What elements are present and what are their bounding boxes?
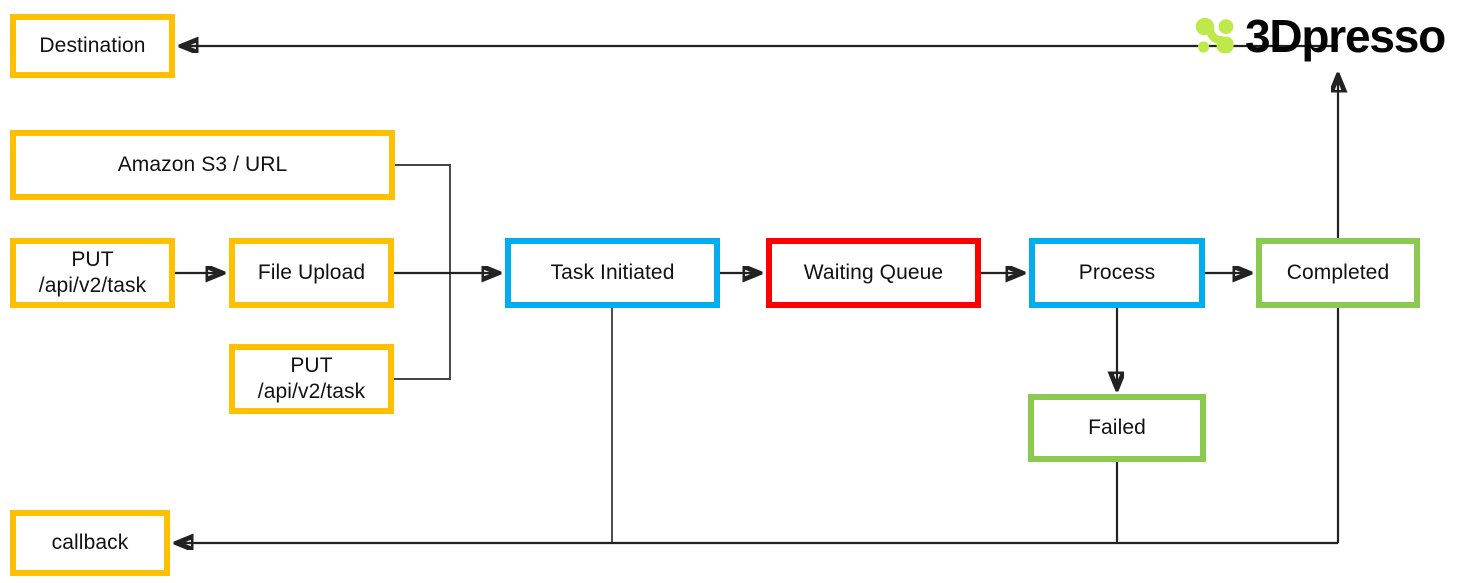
3dpresso-dots-logo-icon [1195,18,1234,54]
node-file-upload[interactable]: File Upload [229,238,394,308]
node-failed[interactable]: Failed [1028,394,1206,462]
node-callback[interactable]: callback [10,510,170,576]
node-put-task-2[interactable]: PUT /api/v2/task [229,344,394,414]
edge-put2-to-task [394,273,451,380]
node-process[interactable]: Process [1029,238,1205,308]
edge-s3-to-task [395,164,451,273]
node-task-initiated[interactable]: Task Initiated [505,238,720,308]
brand-logo: 3Dpresso [1191,8,1446,64]
node-completed[interactable]: Completed [1256,238,1420,308]
node-waiting-queue[interactable]: Waiting Queue [766,238,981,308]
node-amazon-s3-url[interactable]: Amazon S3 / URL [10,130,395,200]
node-put-task-1[interactable]: PUT /api/v2/task [10,238,175,308]
node-destination[interactable]: Destination [10,14,175,78]
brand-name: 3Dpresso [1245,10,1446,62]
